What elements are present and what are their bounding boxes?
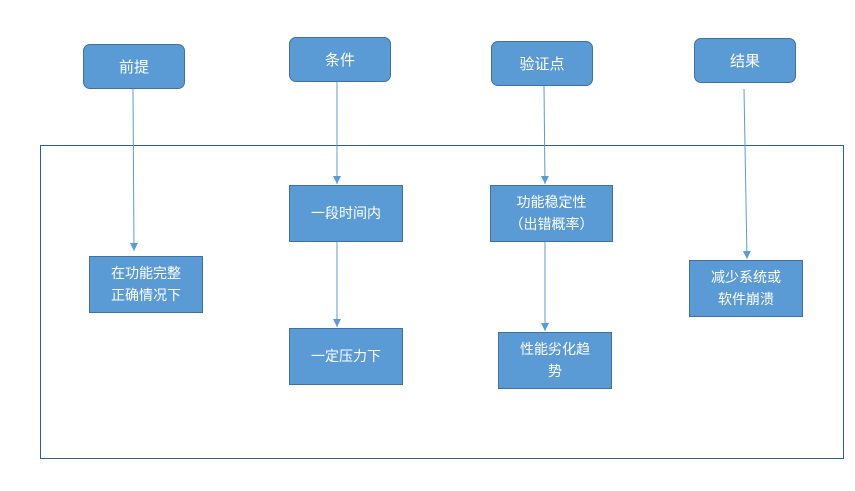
result-box: 减少系统或 软件崩溃 xyxy=(689,260,803,317)
header-condition: 条件 xyxy=(289,37,391,82)
condition-box-2: 一定压力下 xyxy=(289,328,403,385)
condition-box-2-text: 一定压力下 xyxy=(311,348,381,365)
result-box-text: 减少系统或 软件崩溃 xyxy=(711,269,781,308)
header-premise: 前提 xyxy=(83,44,185,89)
header-check-point: 验证点 xyxy=(491,41,593,86)
check-box-2: 性能劣化趋 势 xyxy=(498,332,612,389)
arrow-check-point-to-box-1 xyxy=(540,85,549,185)
check-box-2-text: 性能劣化趋 势 xyxy=(520,341,590,380)
header-condition-label: 条件 xyxy=(324,50,355,69)
header-premise-label: 前提 xyxy=(118,57,149,76)
check-box-1: 功能稳定性 （出错概率） xyxy=(490,185,613,242)
header-result-label: 结果 xyxy=(729,51,760,70)
premise-box: 在功能完整 正确情况下 xyxy=(89,256,203,313)
condition-box-1: 一段时间内 xyxy=(289,185,403,242)
premise-box-text: 在功能完整 正确情况下 xyxy=(111,265,181,304)
arrow-premise-to-box xyxy=(129,88,138,252)
header-result: 结果 xyxy=(694,38,796,83)
header-check-point-label: 验证点 xyxy=(519,54,565,73)
arrow-result-to-box xyxy=(742,88,751,260)
condition-box-1-text: 一段时间内 xyxy=(311,205,381,222)
check-box-1-text: 功能稳定性 （出错概率） xyxy=(509,194,594,233)
diagram-frame xyxy=(40,145,844,459)
